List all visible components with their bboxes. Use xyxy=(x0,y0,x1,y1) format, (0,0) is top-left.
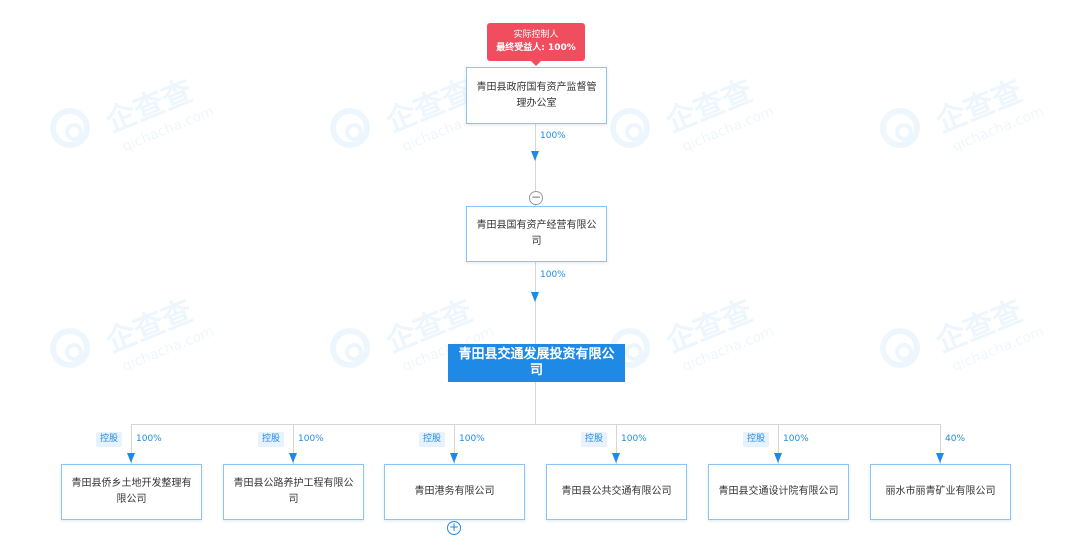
connector-line xyxy=(940,424,941,464)
connector-line xyxy=(535,124,536,206)
expand-toggle-icon[interactable]: + xyxy=(447,520,461,535)
connector-line xyxy=(293,424,294,464)
edge-percent: 100% xyxy=(783,434,809,444)
connector-line xyxy=(535,382,536,424)
arrow-down-icon xyxy=(774,453,782,463)
collapse-toggle-icon[interactable]: − xyxy=(529,190,543,205)
shareholder-node-top[interactable]: 青田县政府国有资产监督管理办公室 xyxy=(466,67,607,124)
holding-tag: 控股 xyxy=(258,432,285,447)
holding-tag: 控股 xyxy=(96,432,123,447)
subsidiary-node[interactable]: 丽水市丽青矿业有限公司 xyxy=(870,464,1011,520)
node-label: 丽水市丽青矿业有限公司 xyxy=(885,486,996,497)
main-company-node[interactable]: 青田县交通发展投资有限公司 xyxy=(448,344,625,382)
arrow-down-icon xyxy=(936,453,944,463)
subsidiary-node[interactable]: 青田县公路养护工程有限公司 xyxy=(223,464,364,520)
arrow-down-icon xyxy=(289,453,297,463)
connector-line xyxy=(454,424,455,464)
node-label: 青田县公路养护工程有限公司 xyxy=(233,478,354,505)
holding-tag: 控股 xyxy=(419,432,446,447)
arrow-down-icon xyxy=(450,453,458,463)
badge-beneficiary: 最终受益人: 100% xyxy=(496,43,576,53)
subsidiary-node[interactable]: 青田县公共交通有限公司 xyxy=(546,464,687,520)
badge-title: 实际控制人 xyxy=(513,30,559,40)
node-label: 青田县侨乡土地开发整理有限公司 xyxy=(71,478,192,505)
controller-badge: 实际控制人 最终受益人: 100% xyxy=(487,23,585,66)
connector-line xyxy=(131,424,941,425)
holding-tag: 控股 xyxy=(581,432,608,447)
connector-line xyxy=(131,424,132,464)
edge-percent: 100% xyxy=(540,270,566,280)
connector-line xyxy=(778,424,779,464)
connector-line xyxy=(535,262,536,344)
holding-tag: 控股 xyxy=(743,432,770,447)
node-label: 青田县公共交通有限公司 xyxy=(561,486,672,497)
node-label: 青田港务有限公司 xyxy=(414,486,495,497)
arrow-down-icon xyxy=(612,453,620,463)
main-company-label: 青田县交通发展投资有限公司 xyxy=(458,347,615,378)
arrow-down-icon xyxy=(531,151,539,161)
node-label: 青田县国有资产经营有限公司 xyxy=(476,220,597,247)
edge-percent: 100% xyxy=(298,434,324,444)
edge-percent: 100% xyxy=(621,434,647,444)
edge-percent: 40% xyxy=(945,434,966,444)
subsidiary-node[interactable]: 青田县侨乡土地开发整理有限公司 xyxy=(61,464,202,520)
edge-percent: 100% xyxy=(459,434,485,444)
connector-line xyxy=(616,424,617,464)
subsidiary-node[interactable]: 青田县交通设计院有限公司 xyxy=(708,464,849,520)
node-label: 青田县交通设计院有限公司 xyxy=(718,486,839,497)
arrow-down-icon xyxy=(531,292,539,302)
arrow-down-icon xyxy=(127,453,135,463)
subsidiary-node[interactable]: 青田港务有限公司 xyxy=(384,464,525,520)
edge-percent: 100% xyxy=(540,131,566,141)
node-label: 青田县政府国有资产监督管理办公室 xyxy=(476,81,597,109)
shareholder-node-mid[interactable]: 青田县国有资产经营有限公司 xyxy=(466,206,607,262)
edge-percent: 100% xyxy=(136,434,162,444)
